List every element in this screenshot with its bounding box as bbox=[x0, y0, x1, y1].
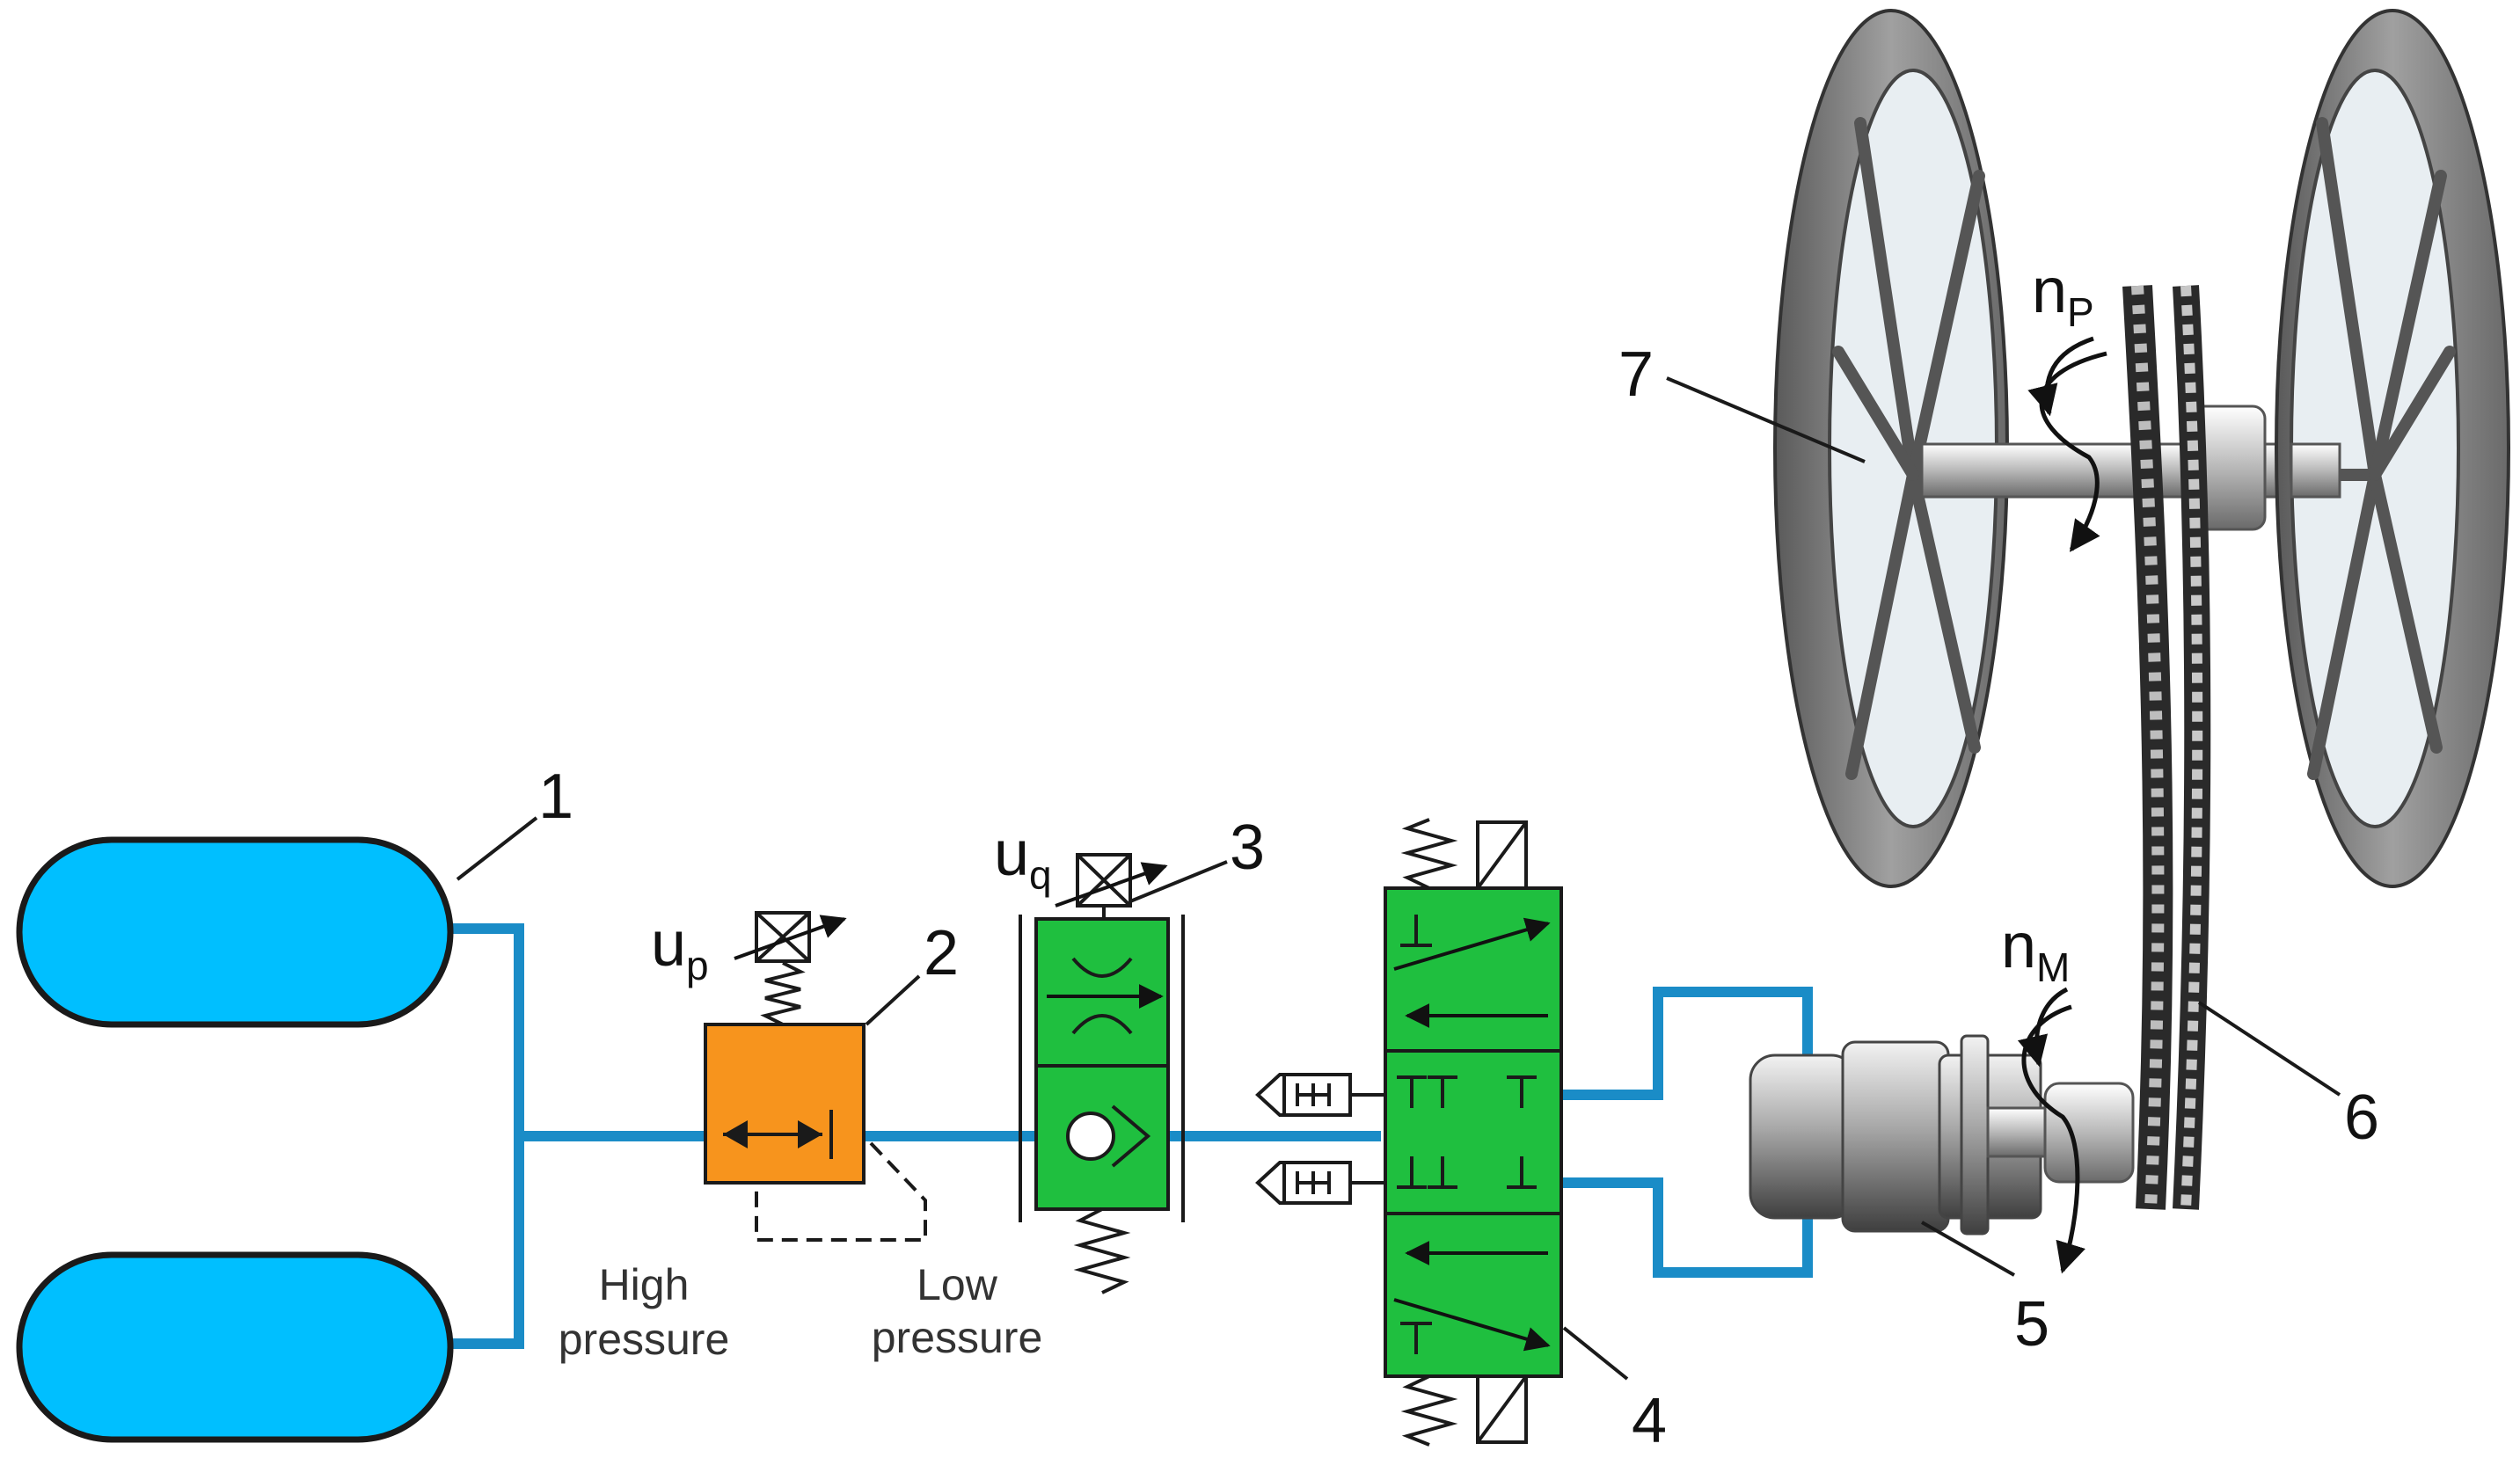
label-4: 4 bbox=[1632, 1386, 1667, 1456]
symbol-np: nP bbox=[2032, 256, 2094, 335]
dcv-top-spring-icon bbox=[1400, 818, 1458, 890]
pipe-motor-lower bbox=[1562, 1177, 1813, 1278]
high-pressure-line2: pressure bbox=[559, 1315, 730, 1364]
label-1: 1 bbox=[538, 762, 573, 832]
symbol-up: up bbox=[651, 909, 709, 988]
label-3: 3 bbox=[1230, 813, 1265, 883]
drive-chain bbox=[2122, 285, 2211, 1210]
pressure-reducing-valve bbox=[704, 911, 927, 1242]
dcv-bottom-spring-icon bbox=[1400, 1374, 1458, 1447]
pressure-annotations: High pressure Low pressure bbox=[559, 1260, 1043, 1364]
air-tank-upper bbox=[16, 836, 454, 1028]
pipe-tank-upper bbox=[447, 923, 524, 1349]
motor-sprocket bbox=[2043, 1082, 2135, 1184]
label-6: 6 bbox=[2344, 1083, 2379, 1153]
exhaust-silencer-upper-icon bbox=[1255, 1073, 1385, 1117]
wheel-assembly bbox=[1773, 9, 2510, 888]
directional-control-valve bbox=[1255, 818, 1563, 1447]
component-number-labels: 1 2 3 4 5 6 7 bbox=[538, 339, 2379, 1456]
symbol-labels: up uq nP nM bbox=[651, 256, 2094, 990]
motor-shaft bbox=[1986, 1106, 2051, 1158]
flow-valve-spring-icon bbox=[1073, 1207, 1131, 1294]
label-7: 7 bbox=[1618, 339, 1654, 410]
low-pressure-line1: Low bbox=[917, 1260, 998, 1309]
leader-lines bbox=[456, 376, 2341, 1381]
label-2: 2 bbox=[924, 918, 959, 988]
closed-ports bbox=[1397, 1075, 1537, 1189]
rotation-arrow-np-icon bbox=[2039, 351, 2107, 552]
air-tank-group bbox=[16, 836, 454, 1443]
high-pressure-line1: High bbox=[599, 1260, 690, 1309]
symbol-uq: uq bbox=[994, 819, 1052, 898]
flow-control-valve bbox=[1019, 853, 1185, 1294]
air-tank-lower bbox=[16, 1251, 454, 1443]
rotation-arrows bbox=[2017, 336, 2107, 1274]
label-5: 5 bbox=[2014, 1289, 2049, 1360]
pipe-network bbox=[447, 923, 1813, 1349]
symbol-nm: nM bbox=[2001, 911, 2070, 990]
pneumatic-motor bbox=[1749, 1034, 2135, 1236]
rotation-arrow-nm-icon bbox=[2021, 1004, 2085, 1274]
exhaust-silencer-lower-icon bbox=[1255, 1161, 1385, 1205]
pilot-line bbox=[755, 1141, 927, 1242]
pipe-motor-upper bbox=[1562, 987, 1813, 1100]
low-pressure-line2: pressure bbox=[872, 1313, 1043, 1362]
valve-spring-icon bbox=[760, 961, 806, 1026]
